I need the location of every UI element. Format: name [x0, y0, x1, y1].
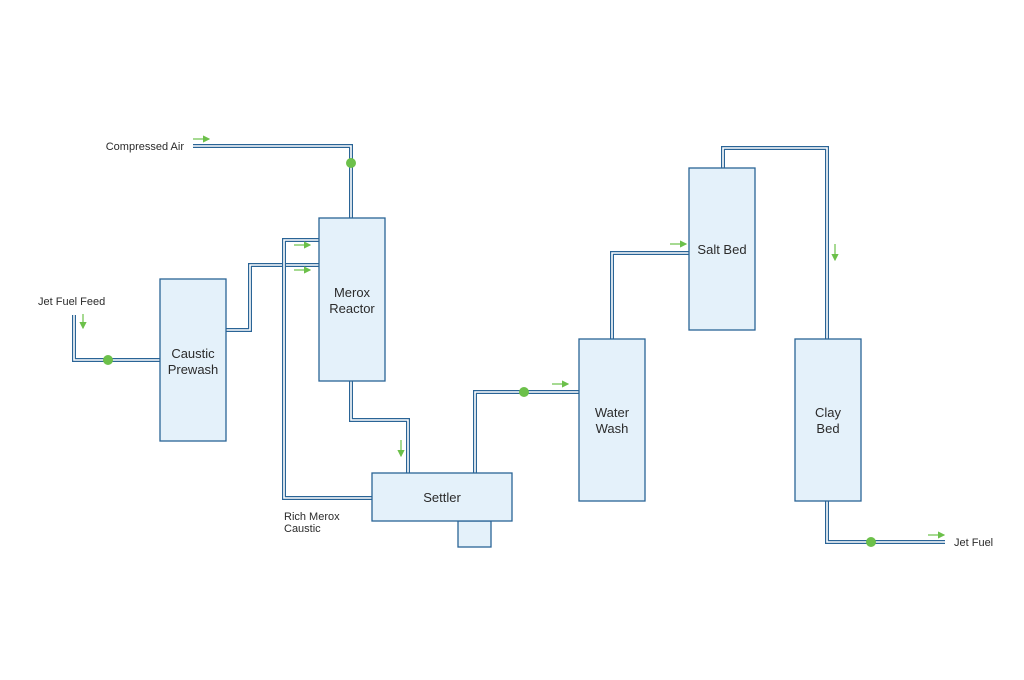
pipe-water-wash-to-salt-bed — [610, 251, 689, 339]
caustic-prewash-vessel — [159, 278, 227, 442]
jet-fuel-feed-label: Jet Fuel Feed — [38, 296, 105, 308]
clay-bed-label-line1: Clay — [815, 405, 842, 420]
merox-reactor-label-line2: Reactor — [329, 301, 375, 316]
water-wash-label-line1: Water — [595, 405, 630, 420]
caustic-prewash-label-line1: Caustic — [171, 346, 215, 361]
flow-arrows — [79, 135, 946, 539]
pipe-prewash-to-reactor — [226, 263, 319, 332]
clay-bed-vessel — [794, 338, 862, 502]
valve-jet-fuel-product — [866, 537, 876, 547]
rich-merox-caustic-label-line1: Rich Merox — [284, 511, 340, 523]
caustic-prewash-label-line2: Prewash — [168, 362, 219, 377]
pipes — [72, 144, 945, 544]
jet-fuel-label: Jet Fuel — [954, 537, 993, 549]
water-wash-label-line2: Wash — [596, 421, 629, 436]
pipe-jet-fuel-product — [825, 501, 945, 544]
rich-merox-caustic-label-line2: Caustic — [284, 523, 321, 535]
valve-compressed-air — [346, 158, 356, 168]
pipe-reactor-to-settler — [349, 381, 410, 473]
merox-reactor-vessel — [318, 217, 386, 382]
valve-settler-outlet — [519, 387, 529, 397]
settler-label: Settler — [423, 490, 461, 505]
compressed-air-label: Compressed Air — [106, 141, 185, 153]
merox-reactor-label-line1: Merox — [334, 285, 371, 300]
salt-bed-label: Salt Bed — [697, 242, 746, 257]
pipe-settler-to-water-wash — [473, 390, 579, 473]
pipe-jet-fuel-feed — [72, 315, 160, 362]
valve-jet-fuel-feed — [103, 355, 113, 365]
settler-vessel — [371, 472, 513, 522]
water-wash-vessel — [578, 338, 646, 502]
pipe-compressed-air — [193, 144, 353, 218]
settler-boot — [457, 520, 492, 548]
salt-bed-vessel — [688, 167, 756, 331]
clay-bed-label-line2: Bed — [816, 421, 839, 436]
